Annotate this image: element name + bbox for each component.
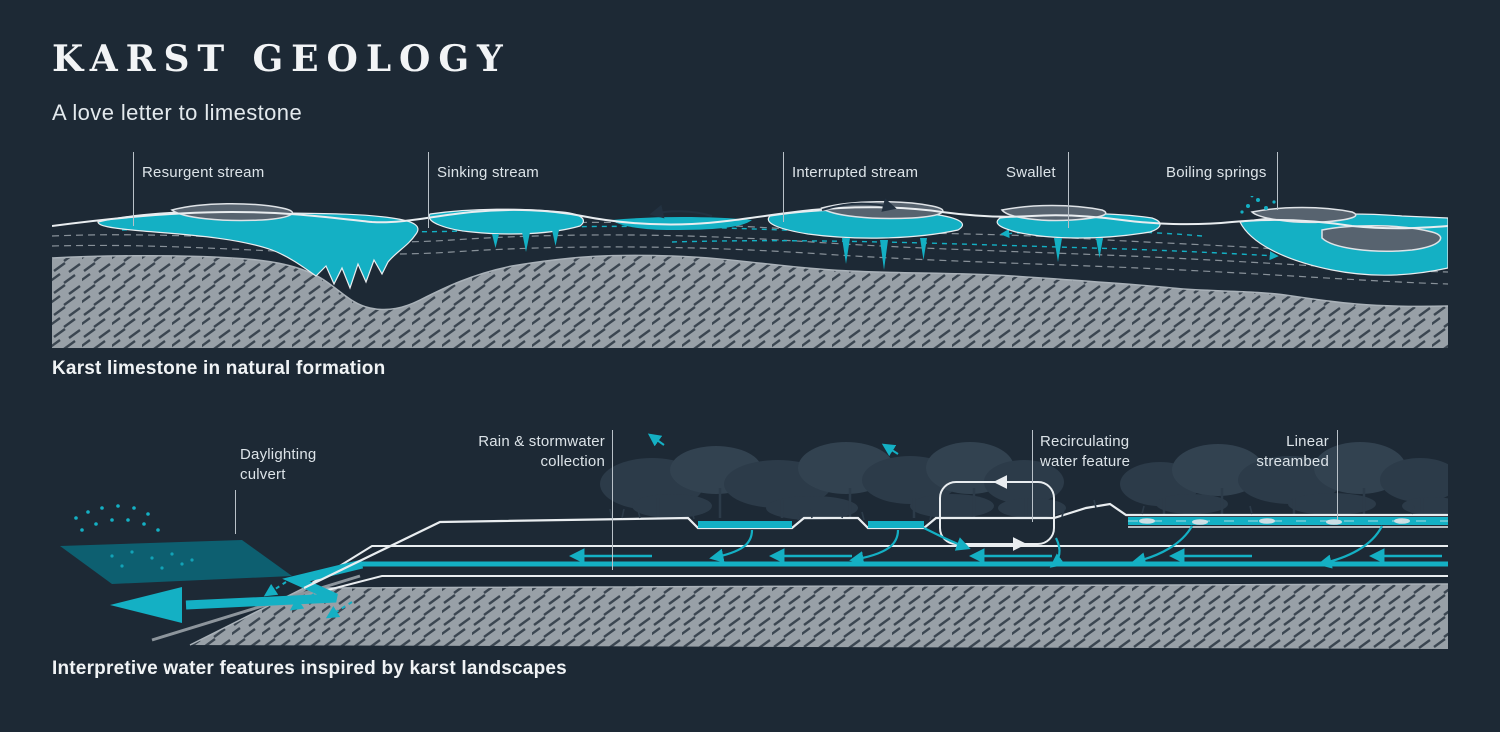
terrace-pools xyxy=(698,521,924,566)
water-drips xyxy=(492,230,1103,270)
boiling-springs-sparkles xyxy=(1240,196,1276,214)
tree-silhouettes xyxy=(600,442,1448,520)
plane-speckles xyxy=(110,550,194,570)
daylighting-stream-arrow xyxy=(110,559,364,623)
leader-line-swallet xyxy=(1068,152,1069,228)
label-resurgent-stream: Resurgent stream xyxy=(142,164,265,181)
grass-tufts xyxy=(609,499,1415,521)
leader-line-daylighting xyxy=(235,490,236,534)
label-recirculating-feature: Recirculating water feature xyxy=(1040,433,1131,471)
streambed-stones xyxy=(1139,518,1410,525)
bird-icon xyxy=(647,433,899,457)
streambed-drain-arrows xyxy=(1131,525,1383,569)
linear-streambed xyxy=(1128,517,1448,569)
leader-line-linear xyxy=(1337,430,1338,520)
page-title: KARST GEOLOGY xyxy=(52,38,511,80)
label-interrupted-stream: Interrupted stream xyxy=(792,164,919,181)
pool-drain-arrows xyxy=(709,529,900,566)
leader-line-interrupted xyxy=(783,152,784,222)
label-boiling-springs: Boiling springs xyxy=(1166,164,1267,181)
label-linear-streambed: Linear streambed xyxy=(1256,433,1329,471)
label-rain-stormwater: Rain & stormwater collection xyxy=(478,433,605,471)
interpretive-illustration xyxy=(60,433,1448,649)
leader-line-rain xyxy=(612,430,613,570)
leader-line-sinking xyxy=(428,152,429,228)
ground-surface-line xyxy=(52,206,1448,230)
interpretive-caption: Interpretive water features inspired by … xyxy=(52,658,567,679)
label-daylighting-culvert: Daylighting culvert xyxy=(240,446,317,484)
recirculating-loop xyxy=(923,475,1066,568)
bedrock-band xyxy=(189,583,1448,649)
leader-line-boiling xyxy=(1277,152,1278,210)
leader-line-recirc xyxy=(1032,430,1033,522)
culvert-pipe-line xyxy=(151,574,361,642)
natural-formation-caption: Karst limestone in natural formation xyxy=(52,358,386,379)
seep-arrows xyxy=(263,581,353,619)
limestone-bedrock xyxy=(52,254,1448,348)
label-sinking-stream: Sinking stream xyxy=(437,164,540,181)
daylighting-plane xyxy=(60,504,292,584)
label-swallet: Swallet xyxy=(1006,164,1056,181)
leader-line-resurgent xyxy=(133,152,134,226)
natural-formation-illustration xyxy=(52,196,1448,348)
surface-flow-arrows xyxy=(649,198,897,219)
page-subtitle: A love letter to limestone xyxy=(52,100,303,125)
rock-outcrops xyxy=(170,200,1442,252)
spray-dots xyxy=(74,504,160,532)
cave-rock xyxy=(1321,224,1442,252)
